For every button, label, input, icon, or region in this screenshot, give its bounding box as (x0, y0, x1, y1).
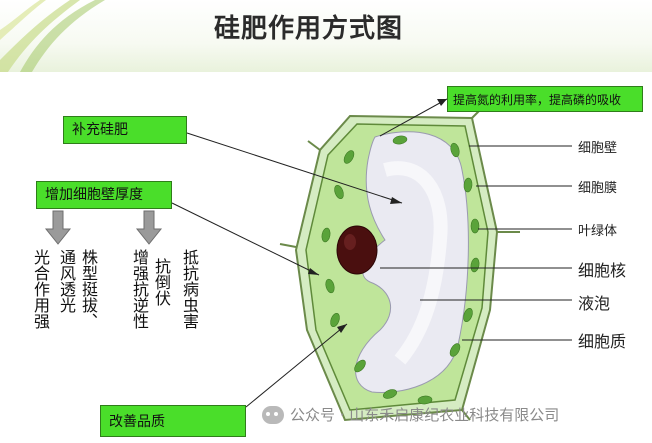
decorative-swooshes (0, 0, 105, 72)
improve-nitrogen-phosphorus-box: 提高氮的利用率，提高磷的吸收 (447, 86, 643, 112)
label-vacuole: 液泡 (578, 294, 611, 313)
label-cytoplasm: 细胞质 (578, 332, 627, 351)
leader-lines (171, 98, 572, 408)
thicken-cell-wall-box: 增加细胞壁厚度 (36, 181, 172, 209)
wechat-icon (262, 405, 284, 424)
improve-quality-box: 改善品质 (100, 405, 246, 437)
nucleus (336, 225, 378, 275)
watermark-text: 公众号 · 山东禾启康纪农业科技有限公司 (290, 406, 560, 424)
label-chloroplast: 叶绿体 (578, 224, 618, 239)
label-nucleus: 细胞核 (578, 261, 627, 280)
effect-photosynthesis: 光合作用强 (31, 249, 50, 329)
effect-pest-resistance: 抵抗病虫害 (180, 249, 199, 329)
effect-stress-resistance: 增强抗逆性 (130, 249, 149, 329)
effect-lodging-resistance: 抗倒伏 (152, 258, 171, 306)
page-title: 硅肥作用方式图 (214, 14, 404, 44)
supplement-silicon-box: 补充硅肥 (63, 116, 187, 144)
effect-upright-plant: 株型挺拔、 (79, 249, 98, 329)
watermark: 公众号 · 山东禾启康纪农业科技有限公司 (262, 404, 559, 425)
label-cell-wall: 细胞壁 (578, 141, 618, 156)
chloroplasts (321, 135, 480, 405)
label-cell-membrane: 细胞膜 (578, 181, 618, 196)
down-arrow-icons (44, 210, 163, 245)
effect-ventilation: 通风透光 (57, 249, 76, 313)
title-band (0, 0, 652, 72)
